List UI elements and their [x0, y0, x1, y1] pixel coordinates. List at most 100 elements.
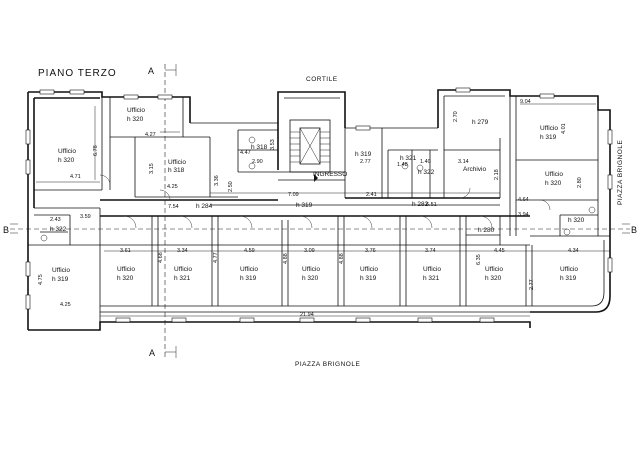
room-height: h 319 [560, 275, 577, 282]
room-height: h 319 [240, 275, 257, 282]
room-name: Ufficio [545, 171, 563, 178]
dimension-label: 4.25 [167, 184, 178, 190]
dimension-label: 4.77 [213, 252, 219, 263]
dimension-label: 6.51 [426, 202, 437, 208]
room-name: Ufficio [360, 266, 378, 273]
room-name: Ufficio [168, 159, 186, 166]
height-mark: h 322 [50, 226, 67, 233]
dimension-label: 4.88 [339, 253, 345, 264]
interior-walls [28, 92, 610, 330]
room-name: Ufficio [485, 266, 503, 273]
dimension-label: 4.71 [70, 174, 81, 180]
courtyard-label: CORTILE [306, 76, 338, 83]
room-height: h 320 [127, 116, 144, 123]
dimension-label: 4.25 [60, 302, 71, 308]
dimension-label: 3.53 [270, 139, 276, 150]
dimension-label: 2.50 [228, 181, 234, 192]
dimension-label: 2.70 [453, 111, 459, 122]
dimension-label: 3.34 [177, 248, 188, 254]
exterior-walls [27, 89, 611, 331]
section-mark-a-bottom: A [149, 348, 155, 358]
section-line-a [164, 64, 177, 360]
toilet-icon [40, 136, 596, 242]
dimension-label: 7.54 [168, 204, 179, 210]
room-height: h 321 [423, 275, 440, 282]
entrance-arrow-icon [314, 174, 318, 182]
dimension-label: 2.41 [366, 192, 377, 198]
dimension-lines [36, 103, 610, 317]
dimension-label: 4.45 [494, 248, 505, 254]
entrance-label: INGRESSO [313, 171, 347, 178]
height-mark: h 320 [568, 217, 585, 224]
dimension-label: 4.27 [145, 132, 156, 138]
height-mark: h 279 [472, 119, 489, 126]
room-name: Ufficio [240, 266, 258, 273]
room-name: Ufficio [174, 266, 192, 273]
height-mark: h 321 [400, 155, 417, 162]
dimension-label: 2.77 [529, 279, 535, 290]
room-height: h 319 [52, 276, 69, 283]
dimension-label: 1.40 [420, 159, 431, 165]
dimension-label: 3.61 [120, 248, 131, 254]
room-name: Ufficio [52, 267, 70, 274]
dimension-label: 21.94 [300, 312, 314, 318]
dimension-label: 4.47 [240, 150, 251, 156]
doors [99, 174, 551, 229]
room-height: h 319 [540, 134, 557, 141]
section-mark-b-right: B [631, 225, 637, 235]
height-marks: h 318 h 322 h 319 h 321 h 322 h 279 h 28… [50, 119, 585, 234]
room-height: h 320 [302, 275, 319, 282]
dimension-label: 2.80 [577, 177, 583, 188]
section-mark-a-top: A [148, 66, 154, 76]
windows [25, 87, 613, 323]
dimension-label: 2.90 [252, 159, 263, 165]
dimension-label: 2.18 [494, 169, 500, 180]
section-mark-b-left: B [3, 225, 9, 235]
height-mark: h 280 [478, 227, 495, 234]
height-mark: h 284 [196, 203, 213, 210]
room-labels: Ufficio h 320 Ufficio h 320 Ufficio h 31… [52, 107, 578, 283]
room-height: h 319 [360, 275, 377, 282]
height-mark: h 318 [251, 144, 268, 151]
dimension-label: 4.64 [518, 197, 529, 203]
dimension-labels: 6.78 4.27 3.15 4.25 4.71 2.43 3.59 7.54 … [38, 99, 583, 318]
dimension-label: 2.77 [360, 159, 371, 165]
room-name: Ufficio [127, 107, 145, 114]
dimension-label: 9.04 [520, 99, 531, 105]
room-name: Ufficio [423, 266, 441, 273]
street-label-bottom: PIAZZA BRIGNOLE [295, 361, 360, 368]
room-name: Ufficio [560, 266, 578, 273]
dimension-label: 2.43 [50, 217, 61, 223]
dimension-label: 6.78 [93, 145, 99, 156]
dimension-label: 4.68 [158, 252, 164, 263]
dimension-label: 3.09 [304, 248, 315, 254]
room-height: h 320 [58, 157, 75, 164]
height-mark: h 319 [355, 151, 372, 158]
dimension-label: 7.09 [288, 192, 299, 198]
dimension-label: 4.88 [283, 253, 289, 264]
room-name: Ufficio [58, 148, 76, 155]
dimension-label: 4.01 [561, 123, 567, 134]
room-name: Ufficio [302, 266, 320, 273]
dimension-label: 3.36 [214, 175, 220, 186]
height-mark: h 322 [418, 169, 435, 176]
archive-label: Archivio [463, 166, 487, 173]
dimension-label: 4.59 [244, 248, 255, 254]
dimension-label: 3.94 [518, 212, 529, 218]
section-line-b [10, 223, 630, 234]
height-mark: h 319 [296, 202, 313, 209]
dimension-label: 3.74 [425, 248, 436, 254]
room-name: Ufficio [117, 266, 135, 273]
room-height: h 318 [168, 167, 185, 174]
dimension-label: 3.15 [149, 163, 155, 174]
room-height: h 320 [545, 180, 562, 187]
dimension-label: 3.59 [80, 214, 91, 220]
room-height: h 320 [117, 275, 134, 282]
room-name: Ufficio [540, 125, 558, 132]
street-label-right: PIAZZA BRIGNOLE [617, 140, 624, 205]
dimension-label: 3.76 [365, 248, 376, 254]
room-height: h 321 [174, 275, 191, 282]
dimension-label: 3.14 [458, 159, 469, 165]
